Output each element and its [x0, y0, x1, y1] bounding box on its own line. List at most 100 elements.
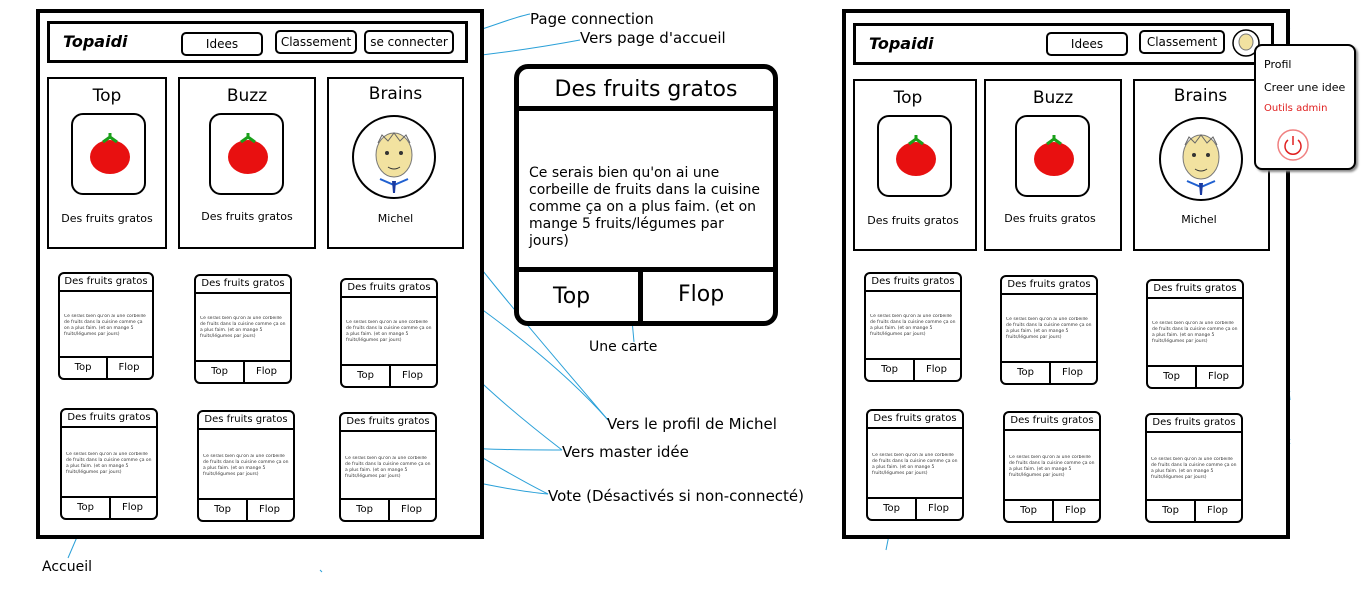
idea-card-title[interactable]: Des fruits gratos — [342, 280, 436, 298]
top-vote-button[interactable]: Top — [866, 358, 915, 380]
menu-item-profil[interactable]: Profil — [1264, 58, 1292, 71]
flop-vote-button[interactable]: Flop — [1194, 499, 1241, 521]
top-vote-button[interactable]: Top — [60, 356, 108, 378]
tomato-icon — [228, 133, 268, 174]
flop-vote-button[interactable]: Flop — [388, 498, 435, 520]
idea-card-text: Ce serais bien qu'on ai une corbeille de… — [1006, 317, 1092, 340]
idea-card: Des fruits gratos Ce serais bien qu'on a… — [339, 412, 437, 522]
idea-card: Des fruits gratos Ce serais bien qu'on a… — [340, 278, 438, 388]
idea-card-title[interactable]: Des fruits gratos — [1005, 413, 1099, 431]
flop-vote-button[interactable]: Flop — [243, 360, 290, 382]
flop-vote-button[interactable]: Flop — [389, 364, 436, 386]
idea-card-text: Ce serais bien qu'on ai une corbeille de… — [1152, 321, 1238, 344]
top-vote-button[interactable]: Top — [341, 498, 390, 520]
buzz-column-title: Buzz — [226, 86, 268, 106]
top-caption[interactable]: Des fruits gratos — [61, 212, 153, 225]
idea-card-detail-text: Ce serais bien qu'on ai une corbeille de… — [529, 165, 761, 249]
idea-card-text: Ce serais bien qu'on ai une corbeille de… — [872, 453, 958, 476]
flop-vote-button[interactable]: Flop — [915, 497, 962, 519]
idea-card-title[interactable]: Des fruits gratos — [1002, 277, 1096, 295]
tomato-icon — [90, 133, 130, 174]
menu-item-outils-admin[interactable]: Outils admin — [1264, 103, 1328, 114]
top-vote-button[interactable]: Top — [1005, 499, 1054, 521]
idea-card: Des fruits gratos Ce serais bien qu'on a… — [1000, 275, 1098, 385]
idea-card-title[interactable]: Des fruits gratos — [868, 411, 962, 429]
idea-card-title[interactable]: Des fruits gratos — [341, 414, 435, 432]
logo[interactable]: Topaidi — [63, 32, 128, 51]
tomato-icon — [1034, 135, 1074, 176]
top-vote-button[interactable]: Top — [199, 498, 248, 520]
avatar-icon[interactable] — [350, 113, 438, 201]
idea-card: Des fruits gratos Ce serais bien qu'on a… — [864, 272, 962, 382]
buzz-caption[interactable]: Des fruits gratos — [1004, 212, 1096, 225]
flop-vote-button[interactable]: Flop — [913, 358, 960, 380]
idea-card: Des fruits gratos Ce serais bien qu'on a… — [1003, 411, 1101, 523]
buzz-column-title: Buzz — [1032, 88, 1074, 108]
annotation-accueil: Accueil — [42, 559, 92, 575]
top-column-title: Top — [893, 88, 923, 108]
idea-card-detail: Des fruits gratos Ce serais bien qu'on a… — [514, 64, 778, 326]
buzz-image-box[interactable] — [1015, 115, 1090, 197]
idea-card-title[interactable]: Des fruits gratos — [60, 274, 152, 292]
avatar-icon[interactable] — [1157, 115, 1245, 203]
top-vote-button[interactable]: Top — [342, 364, 391, 386]
idea-card: Des fruits gratos Ce serais bien qu'on a… — [866, 409, 964, 521]
idea-card: Des fruits gratos Ce serais bien qu'on a… — [194, 274, 292, 384]
annotation-page-connection: Page connection — [530, 10, 654, 28]
brains-column-title: Brains — [1173, 86, 1228, 106]
idea-card-text: Ce serais bien qu'on ai une corbeille de… — [1009, 455, 1095, 478]
idea-card-text: Ce serais bien qu'on ai une corbeille de… — [64, 314, 146, 337]
brains-caption[interactable]: Michel — [1181, 213, 1217, 226]
logo[interactable]: Topaidi — [869, 34, 934, 53]
top-image-box[interactable] — [877, 115, 952, 197]
idea-card: Des fruits gratos Ce serais bien qu'on a… — [1146, 279, 1244, 389]
nav-classement-button[interactable]: Classement — [1139, 30, 1225, 54]
idea-card-title[interactable]: Des fruits gratos — [1148, 281, 1242, 299]
flop-vote-button[interactable]: Flop — [1049, 361, 1096, 383]
idea-card-title[interactable]: Des fruits gratos — [62, 410, 156, 428]
flop-vote-button[interactable]: Flop — [1195, 365, 1242, 387]
idea-card-title[interactable]: Des fruits gratos — [866, 274, 960, 292]
top-image-box[interactable] — [71, 113, 146, 195]
power-icon[interactable] — [1276, 128, 1310, 162]
idea-card-text: Ce serais bien qu'on ai une corbeille de… — [1151, 457, 1237, 480]
nav-idees-button[interactable]: Idees — [181, 32, 263, 56]
idea-card-title[interactable]: Des fruits gratos — [199, 412, 293, 430]
buzz-caption[interactable]: Des fruits gratos — [201, 210, 293, 223]
top-vote-button[interactable]: Top — [1148, 365, 1197, 387]
top-vote-button[interactable]: Top — [868, 497, 917, 519]
idea-card-text: Ce serais bien qu'on ai une corbeille de… — [346, 320, 432, 343]
flop-vote-button[interactable]: Flop — [1052, 499, 1099, 521]
annotation-vers-accueil: Vers page d'accueil — [580, 29, 726, 47]
top-vote-button[interactable]: Top — [62, 496, 111, 518]
idea-card: Des fruits gratos Ce serais bien qu'on a… — [60, 408, 158, 520]
nav-classement-button[interactable]: Classement — [275, 30, 357, 54]
brains-caption[interactable]: Michel — [377, 212, 414, 225]
flop-vote-button[interactable]: Flop — [106, 356, 152, 378]
nav-login-button[interactable]: se connecter — [364, 30, 454, 54]
brains-column-title: Brains — [368, 84, 423, 104]
annotation-vers-master: Vers master idée — [562, 443, 689, 461]
flop-vote-button[interactable]: Flop — [109, 496, 156, 518]
top-vote-button[interactable]: Top — [519, 272, 643, 322]
top-caption[interactable]: Des fruits gratos — [867, 214, 959, 227]
idea-card-detail-title[interactable]: Des fruits gratos — [519, 69, 773, 111]
flop-vote-button[interactable]: Flop — [246, 498, 293, 520]
top-vote-button[interactable]: Top — [1002, 361, 1051, 383]
nav-idees-button[interactable]: Idees — [1046, 32, 1128, 56]
idea-card-text: Ce serais bien qu'on ai une corbeille de… — [203, 454, 289, 477]
flop-vote-button[interactable]: Flop — [678, 282, 725, 307]
top-vote-button[interactable]: Top — [196, 360, 245, 382]
idea-card-title[interactable]: Des fruits gratos — [196, 276, 290, 294]
idea-card: Des fruits gratos Ce serais bien qu'on a… — [1145, 413, 1243, 523]
idea-card-text: Ce serais bien qu'on ai une corbeille de… — [200, 316, 286, 339]
user-avatar-icon[interactable] — [1231, 28, 1261, 58]
idea-card-title[interactable]: Des fruits gratos — [1147, 415, 1241, 433]
menu-item-creer-idee[interactable]: Creer une idee — [1264, 81, 1346, 94]
annotation-une-carte: Une carte — [589, 339, 658, 355]
top-vote-button[interactable]: Top — [1147, 499, 1196, 521]
buzz-image-box[interactable] — [209, 113, 284, 195]
tomato-icon — [896, 135, 936, 176]
idea-card-text: Ce serais bien qu'on ai une corbeille de… — [345, 456, 431, 479]
brains-column — [1133, 79, 1270, 251]
